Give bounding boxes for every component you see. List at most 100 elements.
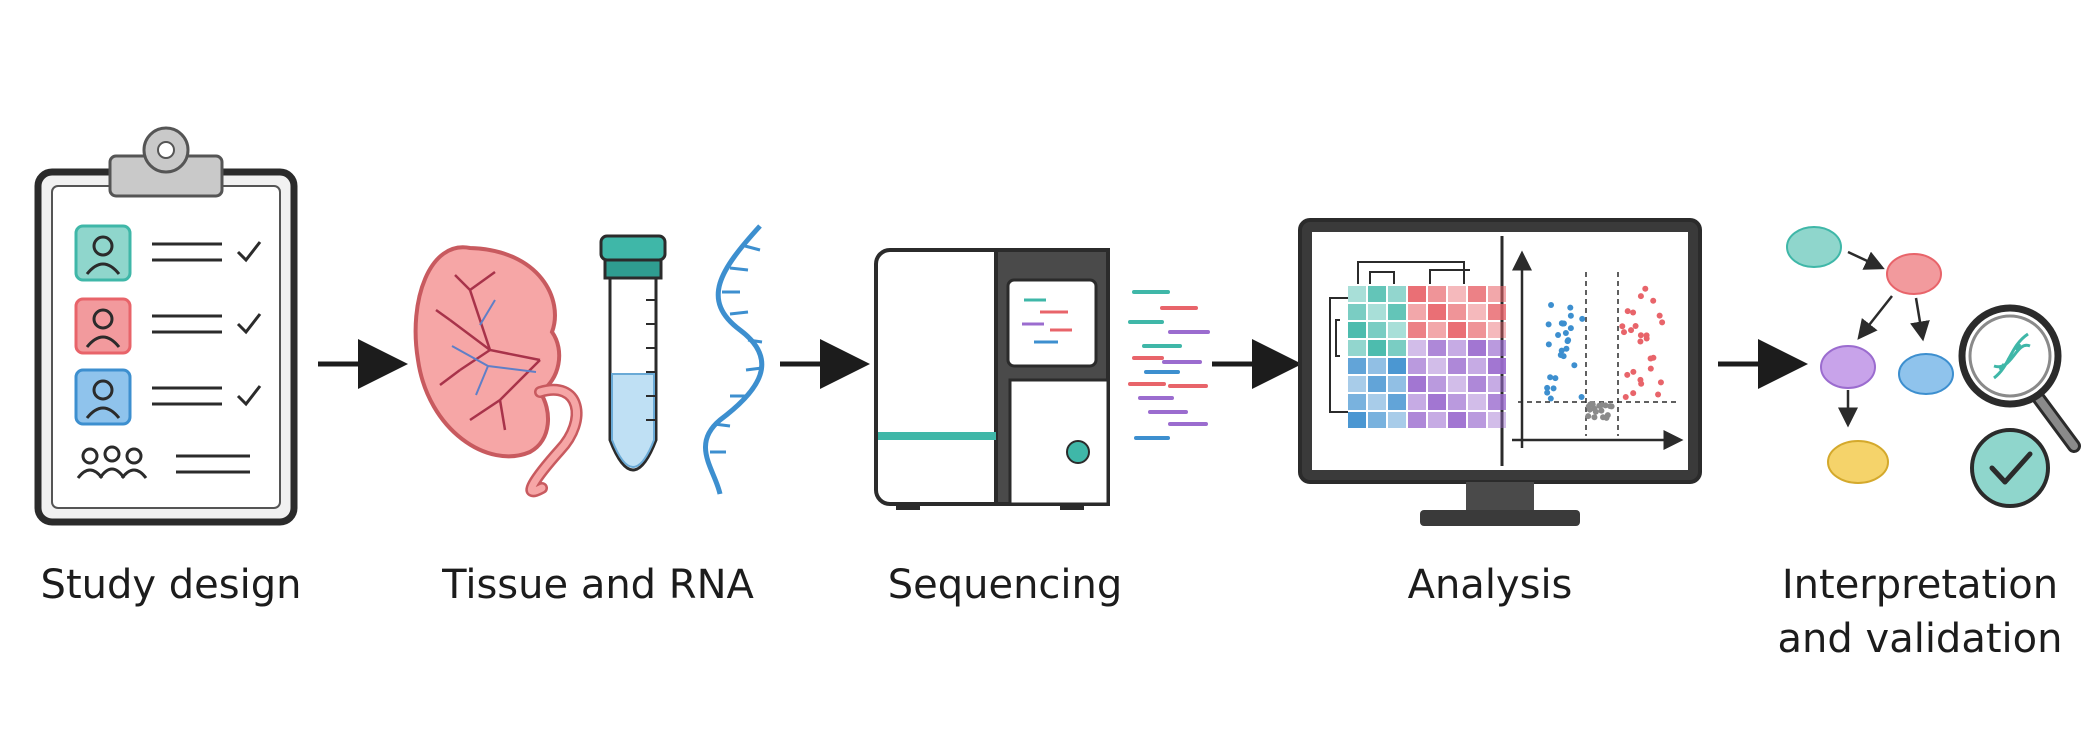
node-purple [1820, 345, 1876, 389]
stage-label-interpretation: Interpretation [1781, 562, 2059, 608]
volcano-point [1659, 319, 1666, 326]
sequencer-icon [874, 248, 1110, 510]
heatmap-cell [1488, 376, 1506, 392]
volcano-point [1598, 407, 1605, 414]
volcano-point [1545, 321, 1552, 328]
volcano-point [1619, 323, 1626, 330]
volcano-point [1643, 335, 1650, 342]
volcano-point [1632, 323, 1639, 330]
volcano-point [1567, 325, 1574, 332]
heatmap-cell [1428, 412, 1446, 428]
volcano-point [1562, 330, 1569, 337]
heatmap-chart [1348, 286, 1506, 428]
heatmap-cell [1348, 376, 1366, 392]
volcano-point [1630, 368, 1637, 375]
volcano-point [1545, 341, 1552, 348]
heatmap-cell [1368, 412, 1386, 428]
heatmap-cell [1348, 358, 1366, 374]
stage-label-study-design: Study design [40, 562, 302, 608]
volcano-point [1550, 385, 1557, 392]
volcano-point [1578, 393, 1585, 400]
heatmap-cell [1408, 394, 1426, 410]
volcano-point [1600, 414, 1607, 421]
heatmap-cell [1408, 412, 1426, 428]
heatmap-cell [1388, 340, 1406, 356]
heatmap-cell [1388, 304, 1406, 320]
volcano-point [1547, 395, 1554, 402]
volcano-point [1591, 405, 1598, 412]
heatmap-cell [1448, 412, 1466, 428]
volcano-point [1557, 352, 1564, 359]
heatmap-cell [1428, 340, 1446, 356]
volcano-point [1571, 362, 1578, 369]
heatmap-cell [1428, 358, 1446, 374]
volcano-point [1586, 406, 1593, 413]
heatmap-cell [1448, 358, 1466, 374]
participant-teal-icon [74, 224, 132, 282]
heatmap-cell [1388, 286, 1406, 302]
volcano-point [1591, 414, 1598, 421]
volcano-point [1596, 402, 1603, 409]
heatmap-cell [1428, 322, 1446, 338]
rna-strand-icon [703, 224, 765, 495]
participant-blue-icon [74, 368, 132, 426]
heatmap-cell [1448, 394, 1466, 410]
heatmap-cell [1488, 322, 1506, 338]
heatmap-cell [1468, 322, 1486, 338]
heatmap-cell [1448, 304, 1466, 320]
volcano-point [1621, 329, 1628, 336]
volcano-point [1630, 390, 1637, 397]
volcano-point [1559, 320, 1566, 327]
volcano-point [1589, 401, 1596, 408]
heatmap-cell [1488, 340, 1506, 356]
stage-label-analysis: Analysis [1407, 562, 1573, 608]
heatmap-cell [1408, 304, 1426, 320]
volcano-point [1555, 332, 1562, 339]
stage-label-sequencing: Sequencing [887, 562, 1123, 608]
node-yellow [1827, 440, 1889, 484]
participant-red-icon [74, 297, 132, 355]
heatmap-cell [1448, 340, 1466, 356]
group-icon [76, 445, 148, 479]
heatmap-cell [1348, 304, 1366, 320]
stage-label-tissue-and-rna: Tissue and RNA [442, 562, 754, 608]
volcano-plot [1512, 250, 1684, 450]
volcano-point [1567, 304, 1574, 311]
volcano-point [1647, 365, 1654, 372]
dna-icon [1993, 332, 2031, 380]
heatmap-cell [1448, 322, 1466, 338]
heatmap-cell [1468, 394, 1486, 410]
volcano-point [1547, 374, 1554, 381]
node-red [1886, 253, 1942, 295]
heatmap-cell [1368, 322, 1386, 338]
volcano-point [1548, 302, 1555, 309]
node-blue [1898, 353, 1954, 395]
volcano-point [1637, 332, 1644, 339]
sequencer-screen-reads [1022, 298, 1072, 344]
heatmap-cell [1408, 358, 1426, 374]
volcano-point [1563, 345, 1570, 352]
heatmap-cell [1488, 286, 1506, 302]
heatmap-cell [1488, 358, 1506, 374]
heatmap-cell [1388, 376, 1406, 392]
heatmap-cell [1408, 340, 1426, 356]
heatmap-cell [1408, 322, 1426, 338]
heatmap-cell [1368, 358, 1386, 374]
volcano-point [1638, 380, 1645, 387]
heatmap-cell [1408, 376, 1426, 392]
heatmap-cell [1388, 394, 1406, 410]
heatmap-cell [1428, 394, 1446, 410]
heatmap-cell [1388, 322, 1406, 338]
heatmap-cell [1348, 340, 1366, 356]
volcano-point [1656, 312, 1663, 319]
volcano-point [1657, 379, 1664, 386]
heatmap-cell [1468, 286, 1486, 302]
volcano-point [1602, 402, 1609, 409]
heatmap-cell [1408, 286, 1426, 302]
volcano-point [1565, 337, 1572, 344]
volcano-point [1544, 384, 1551, 391]
magnifier-icon [1958, 304, 2081, 453]
heatmap-cell [1368, 340, 1386, 356]
